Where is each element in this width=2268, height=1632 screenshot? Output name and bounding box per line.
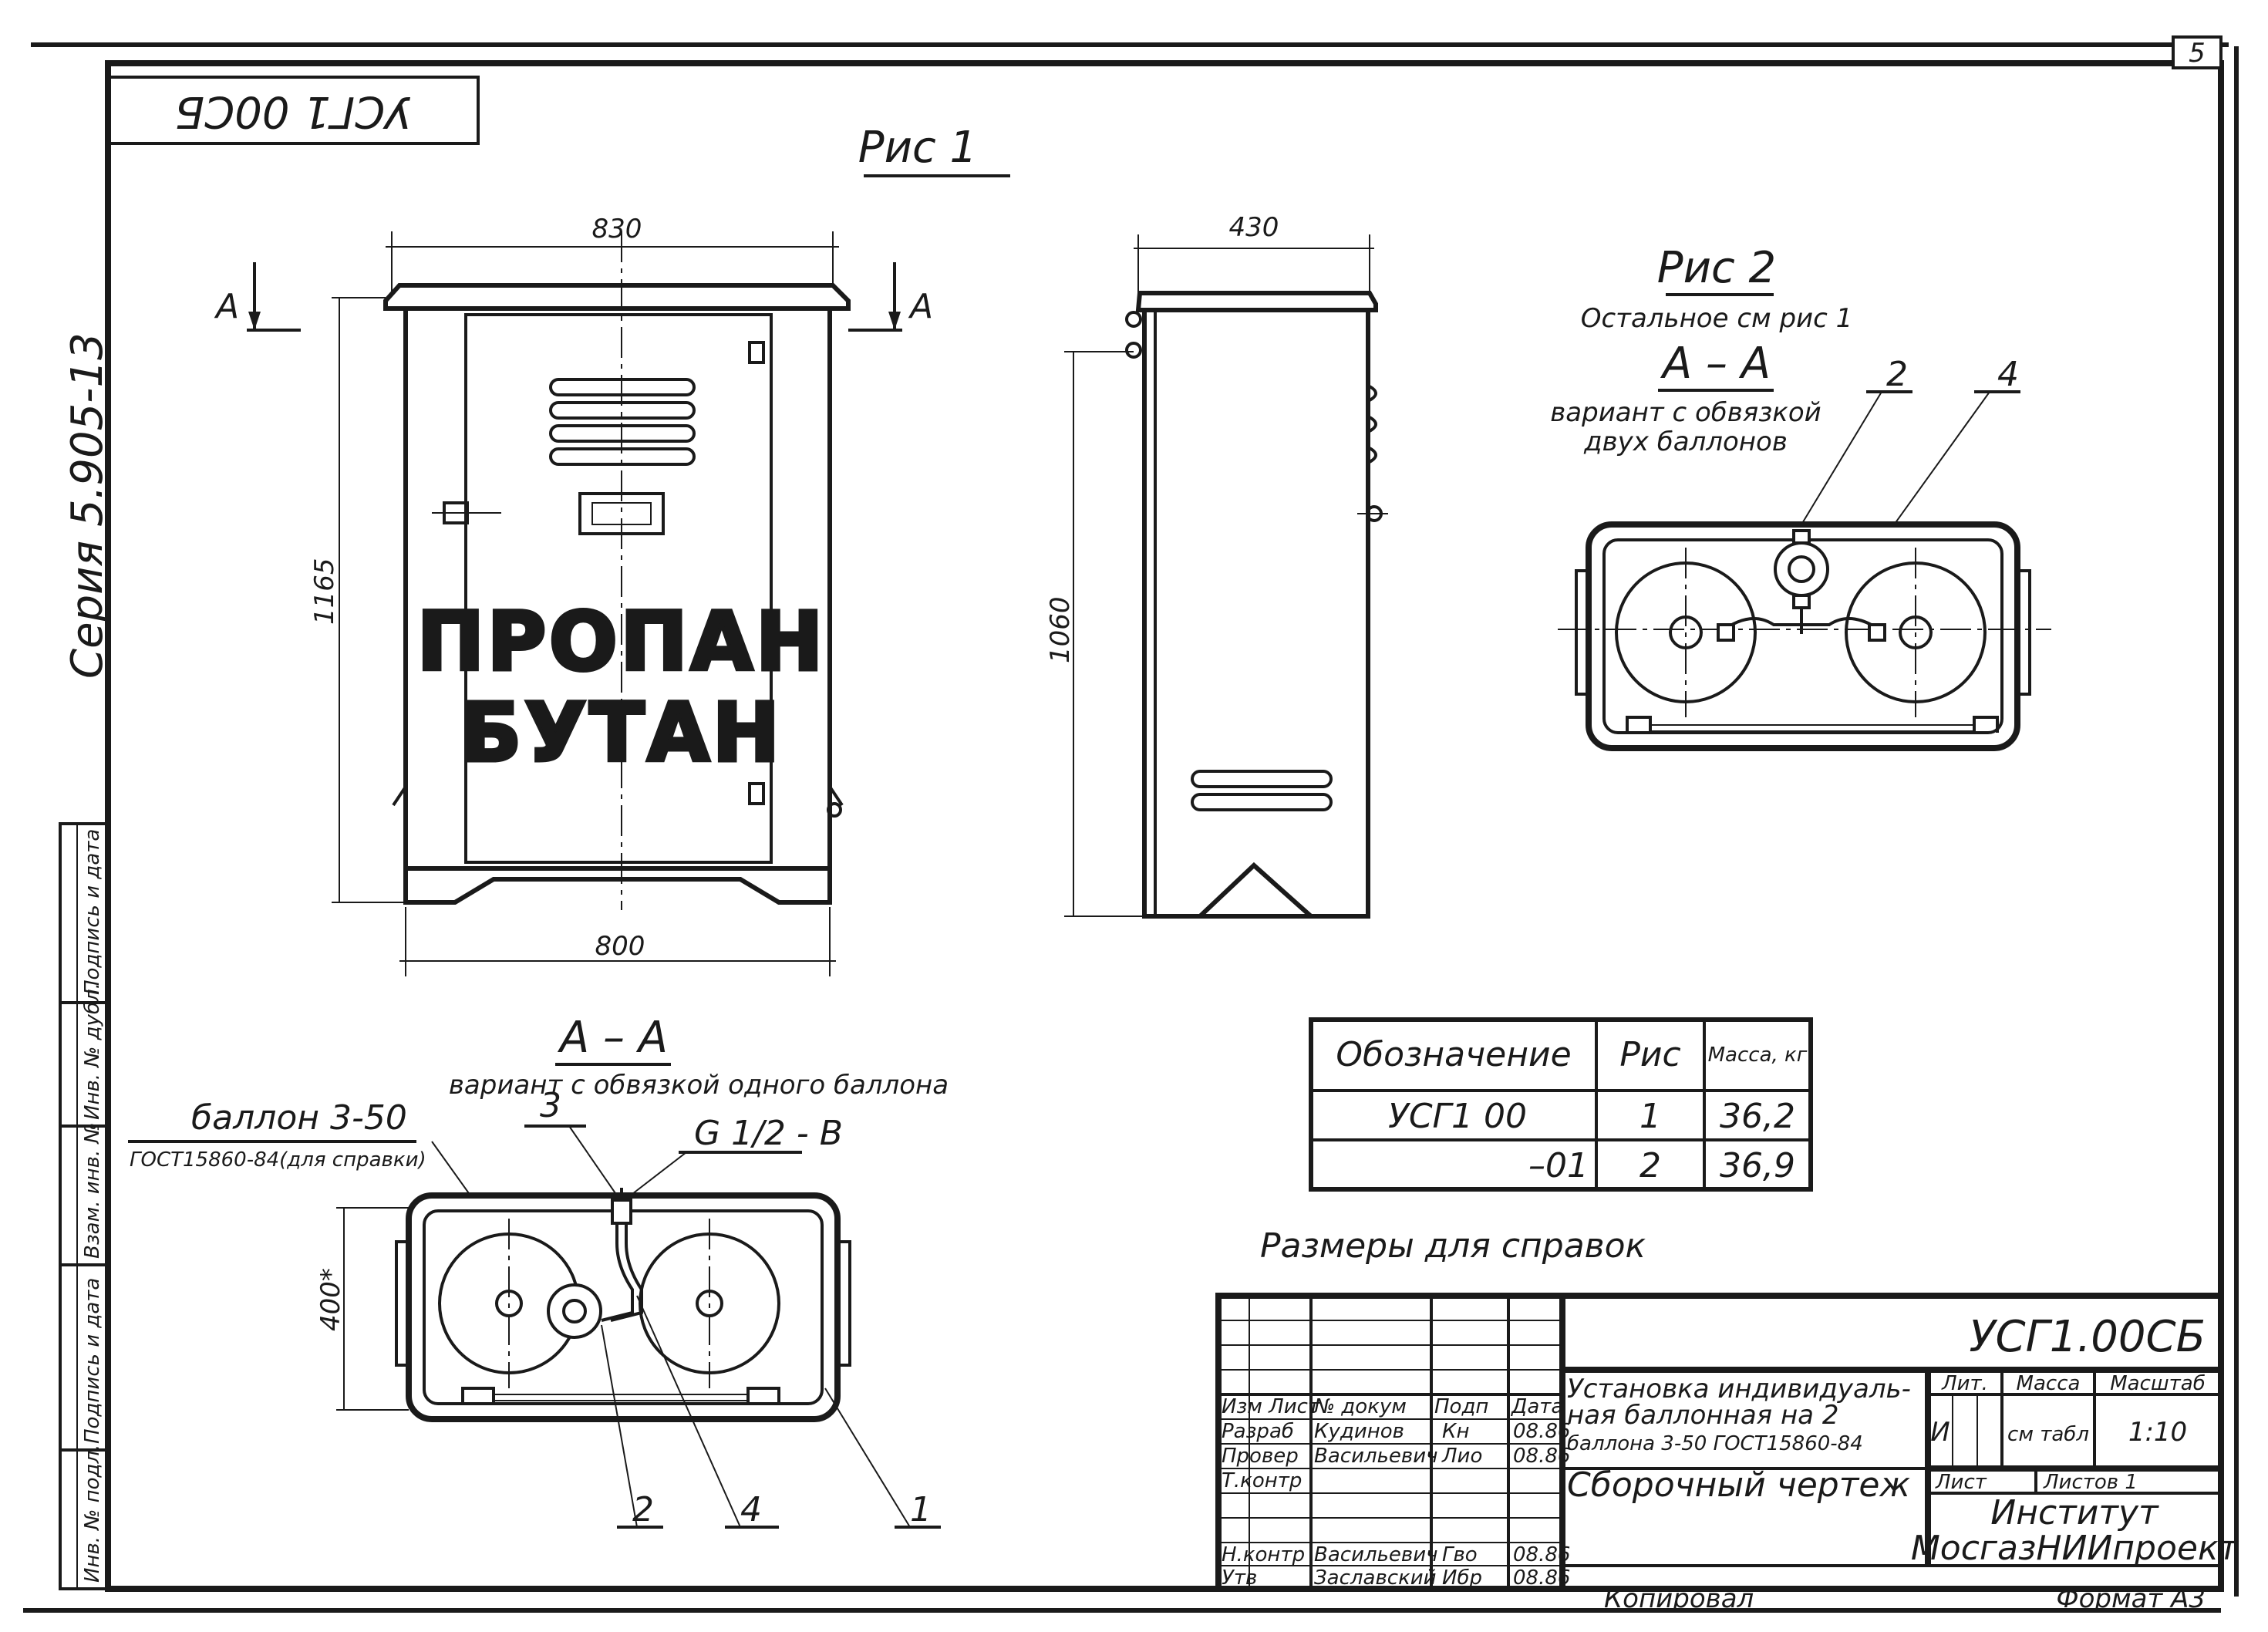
fig1-section-marker-right: А xyxy=(908,287,933,326)
tb-org-line-2: МосгазНИИпроект xyxy=(1911,1529,2239,1568)
tb-col-scale: Масштаб xyxy=(2110,1372,2206,1395)
tb-sign-approver: Ибр xyxy=(1442,1566,1482,1590)
tb-designation: УСГ1.00СБ xyxy=(1969,1312,2206,1362)
sheet-number: 5 xyxy=(2189,38,2206,69)
table-header-mass: Масса, кг xyxy=(1708,1044,1808,1067)
section-aa-callout-1: 1 xyxy=(910,1490,932,1529)
section-aa-callout-2: 2 xyxy=(632,1490,654,1529)
tb-role-norm-control: Н.контр xyxy=(1222,1543,1305,1566)
tb-name-line-3: баллона 3-50 ГОСТ15860-84 xyxy=(1567,1432,1863,1455)
table-row1-designation: УСГ1 00 xyxy=(1388,1097,1527,1136)
table-row1-fig: 1 xyxy=(1639,1097,1661,1136)
top-left-stamp-box xyxy=(106,76,480,145)
door-text-butane: БУТАН xyxy=(460,686,783,780)
strip-replacement-inv: Взам. инв. № xyxy=(81,1122,104,1259)
tb-sheet-label: Лист xyxy=(1935,1471,1987,1494)
tb-name-checker: Васильевич xyxy=(1314,1445,1437,1468)
cylinder-label: баллон 3-50 xyxy=(191,1098,407,1138)
tb-col-lit: Лит. xyxy=(1941,1372,1988,1395)
strip-original-inv: Инв. № подл. xyxy=(81,1445,104,1583)
fig2-two-cylinder-section: Рис 2 Остальное см рис 1 А – А вариант с… xyxy=(1550,243,2051,751)
tb-doc-type: Сборочный чертеж xyxy=(1567,1465,1910,1505)
tb-scale-value: 1:10 xyxy=(2128,1417,2187,1448)
title-block: Изм Лист № докум Подп Дата Разраб Кудино… xyxy=(1215,1293,2239,1592)
tb-role-approver: Утв xyxy=(1222,1566,1257,1590)
table-header-designation: Обозначение xyxy=(1336,1035,1571,1074)
tb-header-role: Изм Лист xyxy=(1222,1395,1320,1418)
sheet-number-box xyxy=(2172,35,2223,69)
sheet-format: Формат А3 xyxy=(2056,1583,2206,1614)
section-aa-caption: вариант с обвязкой одного баллона xyxy=(449,1070,949,1101)
side-dim-430: 430 xyxy=(1229,212,1279,243)
tb-header-sign: Подп xyxy=(1434,1395,1488,1418)
section-aa-callout-3: 3 xyxy=(540,1086,561,1125)
tb-date-developer: 08.86 xyxy=(1513,1420,1570,1443)
section-aa-callout-4: 4 xyxy=(740,1490,762,1529)
door-text-propane: ПРОПАН xyxy=(417,595,826,689)
fig1-title: Рис 1 xyxy=(858,123,977,173)
fig2-caption-2: двух баллонов xyxy=(1583,427,1788,457)
section-aa-dim-400: 400* xyxy=(315,1268,346,1331)
side-dim-1060: 1060 xyxy=(1045,596,1076,663)
strip-dup-inv: Инв. № дубл. xyxy=(81,983,104,1120)
side-view: 430 1060 xyxy=(1045,212,1388,919)
top-left-stamp: УСГ1 00СБ xyxy=(175,86,412,137)
fig2-caption-1: вариант с обвязкой xyxy=(1550,397,1821,428)
strip-signature-date-1: Подпись и дата xyxy=(81,829,104,995)
copied-by: Копировал xyxy=(1604,1583,1754,1614)
tb-name-norm-control: Васильевич xyxy=(1314,1543,1437,1566)
fig1-dim-800: 800 xyxy=(595,931,645,962)
tb-role-tech-control: Т.контр xyxy=(1222,1469,1302,1492)
section-aa-single-cylinder: А – А вариант с обвязкой одного баллона … xyxy=(128,1013,949,1529)
fig1-dim-1165: 1165 xyxy=(309,558,340,625)
table-row2-fig: 2 xyxy=(1639,1146,1661,1185)
tb-sign-checker: Лио xyxy=(1441,1445,1482,1468)
tb-date-checker: 08.86 xyxy=(1513,1445,1570,1468)
thread-label: G 1/2 - B xyxy=(694,1114,843,1153)
fig1-section-marker-left: А xyxy=(214,287,239,326)
tb-name-line-1: Установка индивидуаль- xyxy=(1567,1374,1911,1404)
left-stamp-strip: Подпись и дата Инв. № дубл. Взам. инв. №… xyxy=(59,822,110,1590)
cylinder-gost: ГОСТ15860-84(для справки) xyxy=(130,1148,426,1172)
tb-header-name: № докум xyxy=(1313,1395,1407,1418)
fig1-dim-830: 830 xyxy=(592,214,642,244)
reference-note: Размеры для справок xyxy=(1260,1226,1646,1266)
series-label: Серия 5.905-13 xyxy=(62,332,113,679)
tb-lit-value: И xyxy=(1930,1417,1950,1448)
strip-signature-date-2: Подпись и дата xyxy=(81,1278,104,1444)
tb-header-date: Дата xyxy=(1511,1395,1563,1418)
table-row2-mass: 36,9 xyxy=(1720,1146,1795,1185)
tb-sheets-label: Листов 1 xyxy=(2043,1471,2138,1494)
tb-name-developer: Кудинов xyxy=(1314,1420,1404,1443)
tb-org-line-1: Институт xyxy=(1990,1493,2159,1533)
fig2-section-title: А – А xyxy=(1660,339,1771,389)
tb-role-checker: Провер xyxy=(1222,1445,1299,1468)
fig2-subtitle: Остальное см рис 1 xyxy=(1581,303,1853,334)
tb-sign-developer: Кн xyxy=(1442,1420,1469,1443)
tb-mass-value: см табл xyxy=(2007,1423,2089,1446)
fig2-title: Рис 2 xyxy=(1657,243,1776,293)
mass-table: Обозначение Рис Масса, кг УСГ1 00 1 36,2… xyxy=(1309,1017,1813,1192)
table-row1-mass: 36,2 xyxy=(1720,1097,1795,1136)
table-header-fig: Рис xyxy=(1619,1035,1680,1074)
tb-role-developer: Разраб xyxy=(1222,1420,1294,1443)
table-row2-designation: –01 xyxy=(1528,1146,1589,1185)
tb-date-approver: 08.86 xyxy=(1513,1566,1570,1590)
section-aa-title: А – А xyxy=(558,1013,668,1063)
tb-name-line-2: ная баллонная на 2 xyxy=(1567,1400,1838,1431)
tb-name-approver: Заславский xyxy=(1314,1566,1437,1590)
fig2-callout-4: 4 xyxy=(1997,355,2019,394)
tb-col-mass: Масса xyxy=(2017,1372,2081,1395)
fig2-callout-2: 2 xyxy=(1886,355,1908,394)
fig1-front-view: Рис 1 830 А А xyxy=(214,123,1010,976)
tb-sign-norm-control: Гво xyxy=(1442,1543,1478,1566)
tb-date-norm-control: 08.86 xyxy=(1513,1543,1570,1566)
